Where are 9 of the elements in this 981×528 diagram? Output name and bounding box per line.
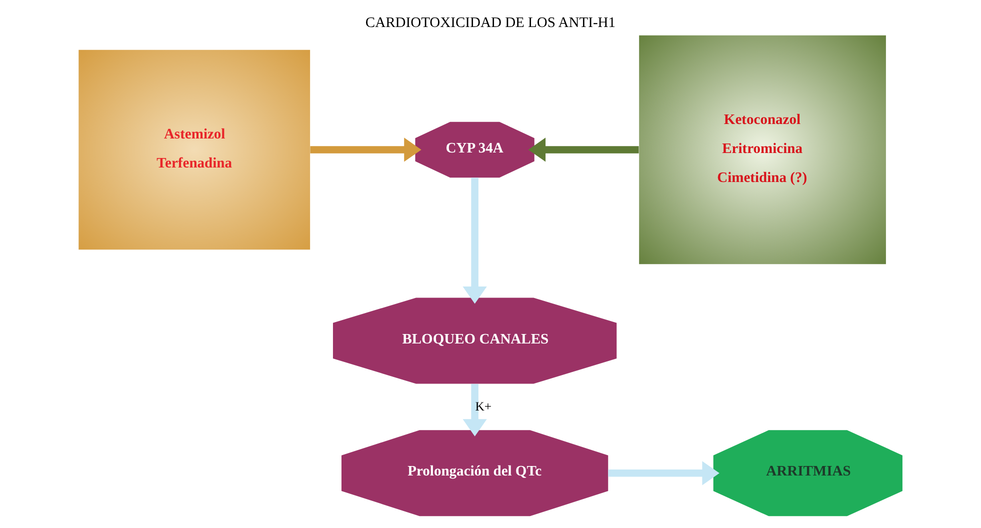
edge-label: K+: [475, 399, 492, 414]
node-box: Ketoconazol Eritromicina Cimetidina (?): [639, 35, 886, 264]
arrow: [310, 138, 422, 162]
arrow: [528, 138, 639, 162]
node-box: Astemizol Terfenadina: [78, 50, 310, 250]
arrow: [608, 461, 720, 486]
arrow: [462, 384, 487, 436]
arrow: [462, 178, 487, 304]
diagram-title: CARDIOTOXICIDAD DE LOS ANTI-H1: [365, 15, 616, 32]
